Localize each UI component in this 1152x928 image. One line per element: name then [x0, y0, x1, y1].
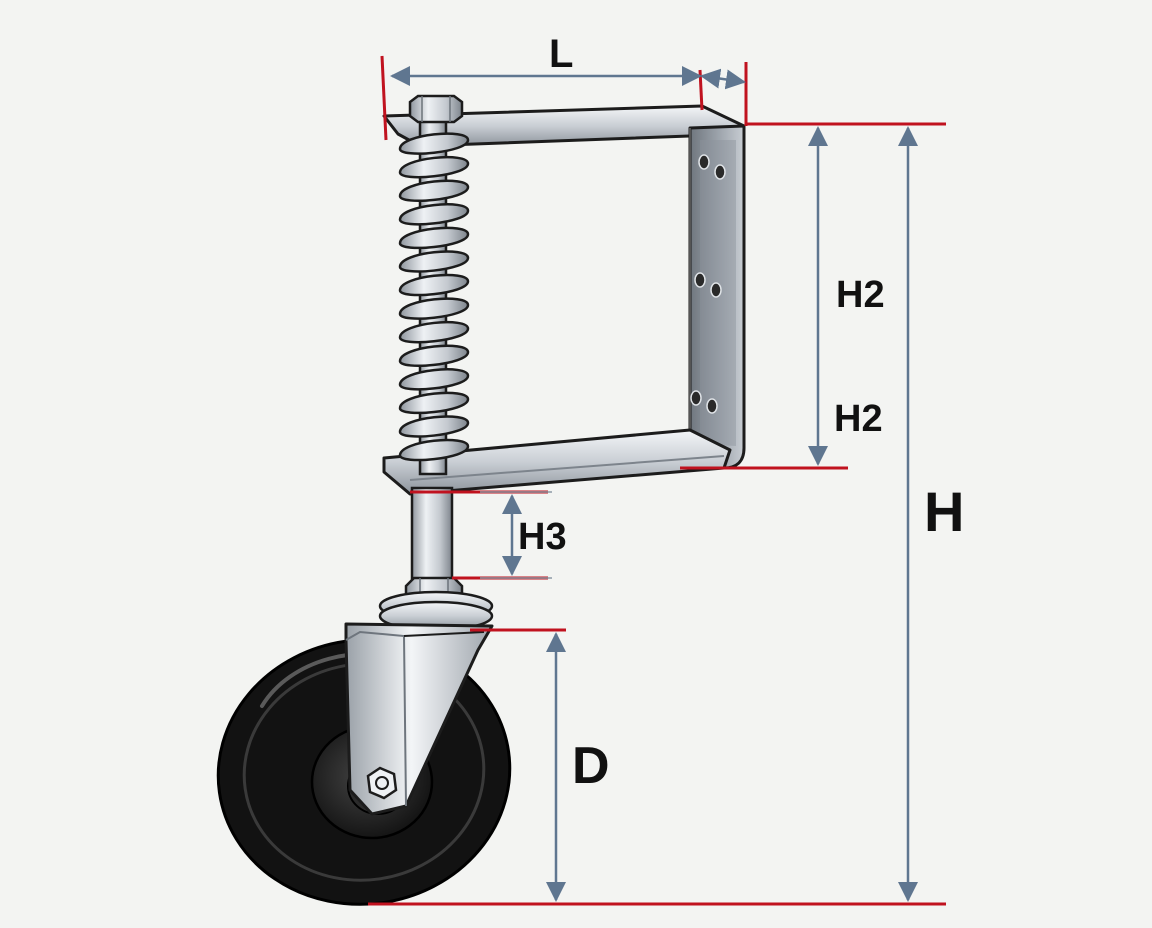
axle-bolt	[366, 766, 398, 800]
spring-coil	[398, 179, 470, 202]
top-nut	[408, 94, 464, 124]
spring-coil	[398, 320, 470, 344]
dimension-label-L: L	[549, 32, 574, 76]
coil-spring-assembly	[398, 94, 470, 476]
spring-coil	[398, 273, 470, 297]
spring-coil	[398, 250, 470, 273]
spring-coil	[398, 132, 470, 155]
spring-coil	[398, 344, 470, 367]
spring-coil	[398, 391, 470, 415]
dimension-label-D: D	[572, 737, 610, 795]
spring-coil	[398, 203, 470, 226]
spring-coil	[398, 415, 470, 438]
spring-coil	[398, 226, 470, 250]
spring-coil	[398, 155, 470, 179]
spring-coil	[398, 438, 470, 462]
spring-coil	[398, 368, 470, 391]
dimension-arrows	[390, 66, 918, 902]
dimension-label-H: H	[924, 480, 965, 543]
dimension-label-H2-lower: H2	[834, 398, 883, 440]
swivel-plate	[378, 590, 494, 632]
arrow-flange-thickness	[700, 68, 746, 90]
spring-coil	[398, 297, 470, 320]
spring-coils	[398, 132, 470, 462]
mounting-holes	[690, 154, 726, 414]
dimension-label-H2-upper: H2	[836, 274, 885, 316]
dimension-label-H3: H3	[518, 516, 567, 558]
